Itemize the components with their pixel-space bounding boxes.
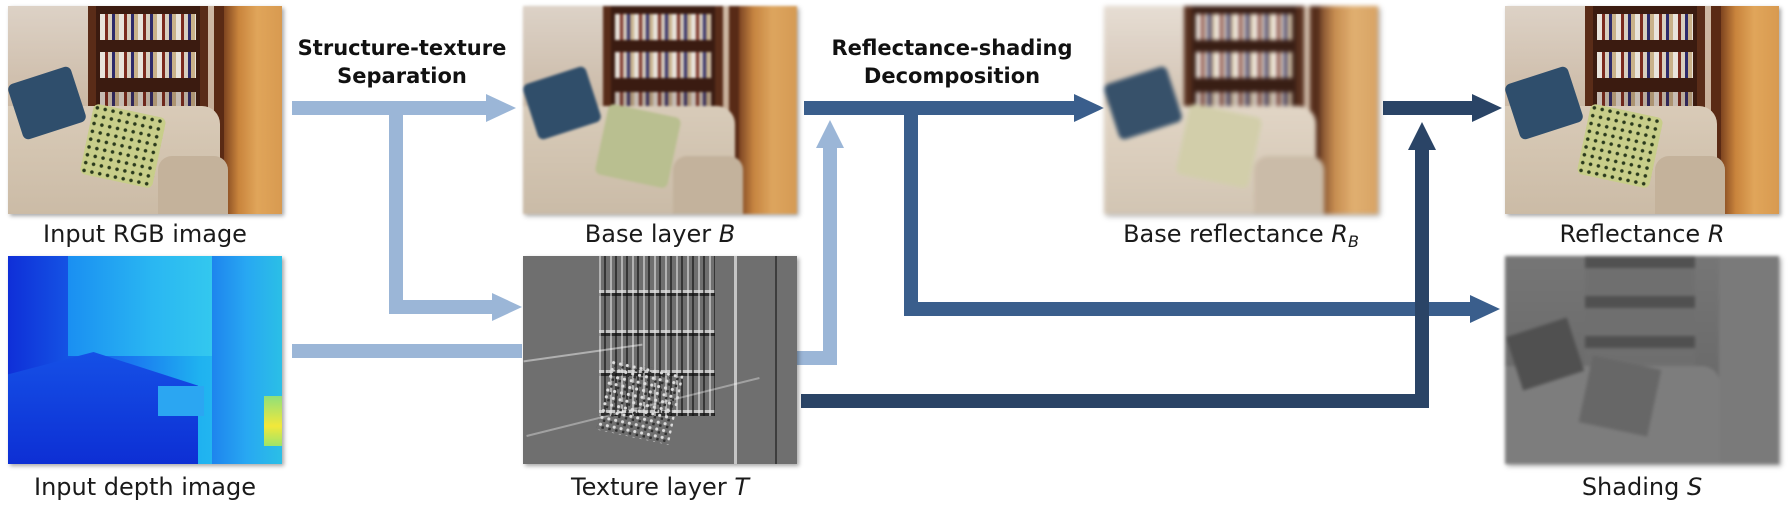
arrow-to-reflectance-head [1472, 94, 1502, 122]
texture-layer-image [523, 256, 797, 464]
caption-base-layer: Base layer B [584, 220, 736, 248]
arrow-rgb-to-base-head [486, 94, 516, 122]
arrow-branch-to-shading [904, 108, 1472, 316]
caption-base-reflectance: Base reflectance RB [1123, 220, 1359, 251]
step-title-structure-texture: Structure-texture Separation [297, 36, 507, 88]
reflectance-image [1505, 6, 1779, 214]
shading-image [1505, 256, 1779, 464]
arrow-texture-up [797, 148, 837, 365]
caption-texture-layer: Texture layer T [570, 473, 749, 501]
input-rgb-image [8, 6, 282, 214]
arrow-branch-to-texture-head [492, 293, 522, 321]
arrow-texture-to-reflectance [801, 150, 1429, 408]
input-depth-image [8, 256, 282, 464]
arrow-texture-up-head [816, 120, 844, 148]
caption-reflectance: Reflectance R [1559, 220, 1725, 248]
arrow-base-to-reflectance-head [1074, 94, 1104, 122]
arrow-texture-to-reflectance-head [1408, 122, 1436, 150]
caption-input-rgb: Input RGB image [43, 220, 247, 248]
base-reflectance-image [1104, 6, 1378, 214]
arrow-branch-to-shading-head [1470, 295, 1500, 323]
step-title-reflectance-shading: Reflectance-shading Decomposition [831, 36, 1073, 88]
base-layer-image [523, 6, 797, 214]
caption-shading: Shading S [1581, 473, 1703, 501]
caption-input-depth: Input depth image [33, 473, 256, 501]
arrow-branch-to-texture [389, 108, 494, 314]
